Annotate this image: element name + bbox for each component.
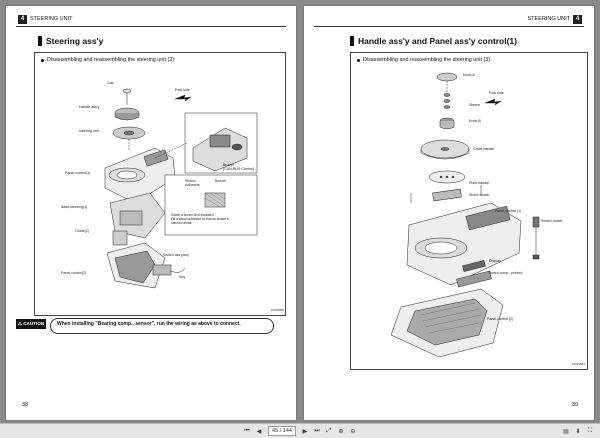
page-indicator: 45 / 144 <box>268 426 296 436</box>
header-rule <box>16 26 286 27</box>
download-icon: ⬇ <box>575 428 581 435</box>
first-page-button[interactable]: ⏮ <box>242 426 252 436</box>
section-title-text: Steering ass'y <box>46 36 104 46</box>
label-switch-rocker: Switch,rocker <box>541 219 563 223</box>
caution-note: ⚠ CAUTION When installing "Bearing comp.… <box>16 318 278 336</box>
section-title: Handle ass'y and Panel ass'y control(1) <box>350 36 517 46</box>
steering-exploded-diagram: 10319880 <box>104 88 285 312</box>
page-number-right: 39 <box>571 402 578 408</box>
label-panel-control-1: Panel,control(1) <box>65 171 91 175</box>
fullscreen-icon: ⛶ <box>587 427 593 434</box>
right-header: STEERING UNIT 4 <box>528 14 582 24</box>
label-buzzer-can: Buzzer (CAN-BUS Control) <box>223 163 255 171</box>
download-button[interactable]: ⬇ <box>573 426 583 436</box>
fig-code: 10319881 <box>572 362 586 366</box>
left-page: 4 STEERING UNIT Steering ass'y Disassemb… <box>6 6 296 420</box>
label-plate-handle: Plate,handle <box>469 181 489 185</box>
zoom-out-icon: ⊖ <box>350 428 356 435</box>
label-display: Display <box>489 259 501 263</box>
label-fork-side: Fork side <box>175 88 190 92</box>
chapter-number-badge: 4 <box>573 14 582 24</box>
page-number-left: 38 <box>22 402 29 408</box>
zoom-out-button[interactable]: ⊖ <box>348 426 358 436</box>
viewer-toolbar: ⏮ ◀ 45 / 144 ▶ ⏭ ⤢ ⊕ ⊖ ▤ ⬇ ⛶ <box>0 423 600 438</box>
last-page-button[interactable]: ⏭ <box>312 426 322 436</box>
section-title: Steering ass'y <box>38 36 103 46</box>
caution-text: When installing "Bearing comp., sensor",… <box>50 318 274 334</box>
label-buzzer: Buzzer <box>215 179 227 183</box>
label-key: Key <box>179 275 186 279</box>
prev-page-button[interactable]: ◀ <box>254 426 264 436</box>
prev-page-icon: ◀ <box>256 428 262 435</box>
next-page-icon: ▶ <box>302 428 308 435</box>
diagram-box: Disassembling and reassembling the steer… <box>34 52 286 316</box>
first-page-icon: ⏮ <box>244 427 250 434</box>
zoom-in-icon: ⊕ <box>338 428 344 435</box>
chapter-title: STEERING UNIT <box>527 16 570 22</box>
label-panel-control-1: Panel,control (1) <box>495 209 522 213</box>
next-page-button[interactable]: ▶ <box>300 426 310 436</box>
left-header: 4 STEERING UNIT <box>18 14 72 24</box>
label-handle-assy: Handle ass'y <box>79 105 100 109</box>
label-knob-b: Knob,B <box>469 119 481 123</box>
label-cap: Cap <box>107 81 114 85</box>
subsection-title: Disassembling and reassembling the steer… <box>357 57 490 63</box>
chapter-number-badge: 4 <box>18 14 27 24</box>
label-cover-handle: Cover,handle <box>473 147 495 151</box>
label-knob-a: Knob,A <box>463 73 475 77</box>
section-title-text: Handle ass'y and Panel ass'y control(1) <box>358 36 517 46</box>
label-panel-control-2: Panel,control(2) <box>61 271 87 275</box>
fit-page-icon: ⤢ <box>326 427 332 434</box>
label-guide-2: Guide(2) <box>75 229 89 233</box>
label-base-steering-1: Base,steering(1) <box>61 205 88 209</box>
subsection-text: Disassembling and reassembling the steer… <box>47 57 175 63</box>
print-icon: ▤ <box>563 428 569 435</box>
fit-page-button[interactable]: ⤢ <box>324 426 334 436</box>
label-fork-side: Fork side <box>489 91 504 95</box>
label-buzzer-note: Solder a buzzer.And insulate it. Fill a … <box>171 213 230 225</box>
zoom-in-button[interactable]: ⊕ <box>336 426 346 436</box>
header-rule <box>314 26 584 27</box>
print-button[interactable]: ▤ <box>561 426 571 436</box>
label-switch-assy-key: Switch ass'y,key <box>163 253 189 257</box>
label-steering-unit: steering unit <box>79 129 99 133</box>
chapter-title: STEERING UNIT <box>30 16 73 22</box>
label-panel-control-2: Panel,control (2) <box>487 317 514 321</box>
label-sheet-switch: Sheet,switch <box>469 193 490 197</box>
last-page-icon: ⏭ <box>314 427 320 434</box>
total-pages: / 144 <box>279 428 292 434</box>
fig-code: 10319880 <box>271 308 285 312</box>
subsection-title: Disassembling and reassembling the steer… <box>41 57 174 63</box>
fullscreen-button[interactable]: ⛶ <box>585 426 595 436</box>
label-sleeve: Sleeve <box>469 103 480 107</box>
toolbar-right-group: ▤ ⬇ ⛶ <box>560 426 596 436</box>
handle-panel-exploded-diagram: 10319881 <box>390 72 586 366</box>
label-board-comp-printed: Board comp., printed <box>489 271 523 275</box>
caution-badge: ⚠ CAUTION <box>16 319 46 329</box>
diagram-box: Disassembling and reassembling the steer… <box>350 52 588 370</box>
current-page-input[interactable]: 45 <box>272 428 279 434</box>
right-page: STEERING UNIT 4 Handle ass'y and Panel a… <box>304 6 594 420</box>
label-silicon-adhesive: Silicon Adhesive <box>185 179 200 187</box>
subsection-text: Disassembling and reassembling the steer… <box>363 57 491 63</box>
